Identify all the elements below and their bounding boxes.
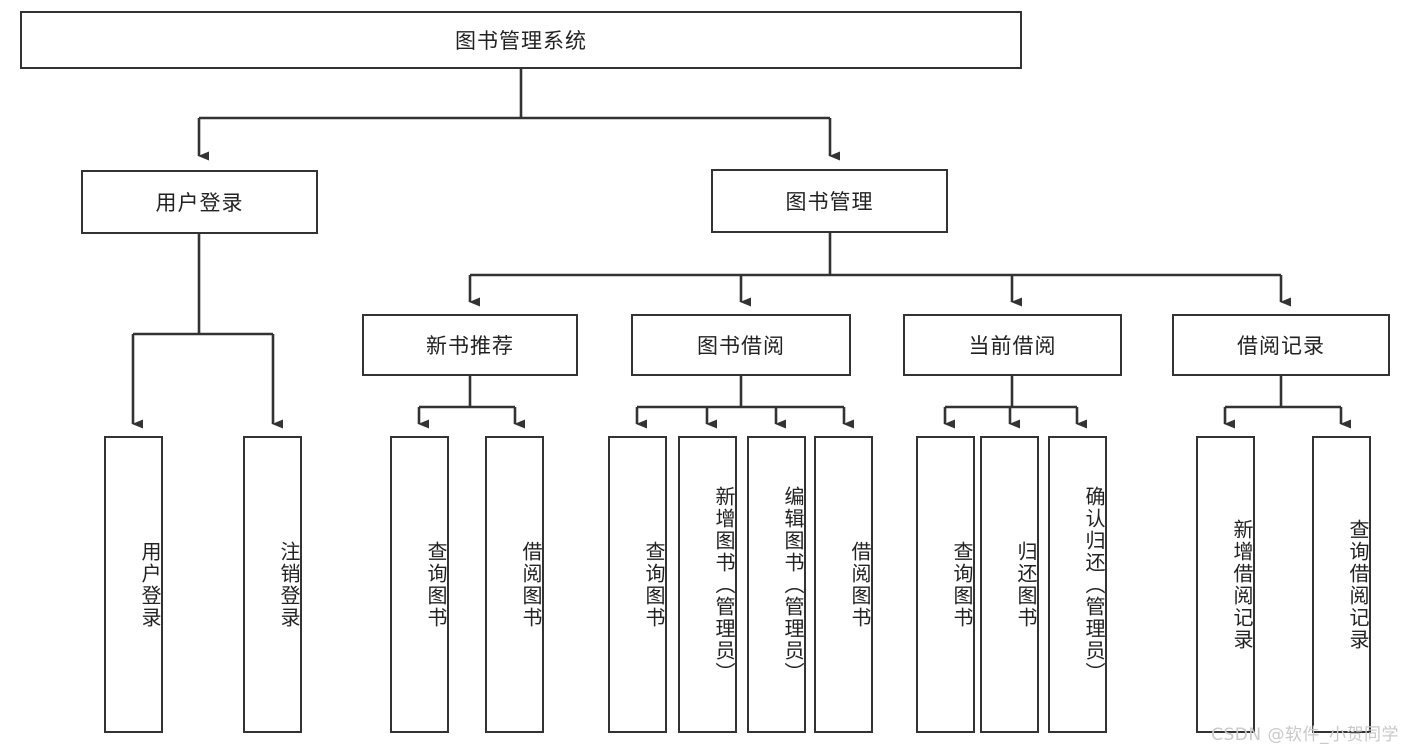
leaf-node-label: 借阅图书 (519, 540, 543, 629)
node-root-label: 图书管理系统 (455, 29, 587, 53)
leaf-node[interactable]: 查询图书 (608, 436, 667, 733)
node-current-borrow[interactable]: 当前借阅 (903, 314, 1122, 376)
node-root-system[interactable]: 图书管理系统 (20, 11, 1022, 69)
leaf-node[interactable]: 查询借阅记录 (1312, 436, 1371, 733)
leaf-node[interactable]: 查询图书 (916, 436, 975, 733)
leaf-node-label: 借阅图书 (848, 540, 872, 629)
leaf-node-label: 查询图书 (642, 540, 666, 629)
leaf-node-label: 归还图书 (1014, 540, 1038, 629)
leaf-node[interactable]: 用户登录 (104, 436, 163, 733)
leaf-node-label: 编辑图书（管理员） (781, 485, 805, 684)
leaf-node-label: 新增借阅记录 (1230, 518, 1254, 651)
leaf-node-label: 查询图书 (424, 540, 448, 629)
node-book-borrow[interactable]: 图书借阅 (631, 314, 851, 376)
node-book-management-label: 图书管理 (785, 190, 874, 214)
leaf-node[interactable]: 编辑图书（管理员） (747, 436, 806, 733)
leaf-node-label: 注销登录 (277, 540, 301, 629)
leaf-node-label: 查询图书 (950, 540, 974, 629)
leaf-node[interactable]: 借阅图书 (814, 436, 873, 733)
node-current-borrow-label: 当前借阅 (968, 334, 1057, 358)
node-user-login-label: 用户登录 (155, 191, 244, 215)
node-borrow-records-label: 借阅记录 (1237, 334, 1325, 358)
node-book-borrow-label: 图书借阅 (697, 334, 785, 358)
leaf-node-label: 用户登录 (138, 540, 162, 629)
leaf-node[interactable]: 查询图书 (390, 436, 449, 733)
leaf-node[interactable]: 归还图书 (980, 436, 1039, 733)
leaf-node[interactable]: 新增借阅记录 (1196, 436, 1255, 733)
leaf-node[interactable]: 借阅图书 (485, 436, 544, 733)
node-borrow-records[interactable]: 借阅记录 (1172, 314, 1390, 376)
node-new-book-recommend-label: 新书推荐 (426, 334, 514, 358)
leaf-node[interactable]: 确认归还（管理员） (1048, 436, 1107, 733)
node-new-book-recommend[interactable]: 新书推荐 (362, 314, 578, 376)
node-book-management[interactable]: 图书管理 (711, 169, 948, 233)
leaf-node[interactable]: 新增图书（管理员） (678, 436, 737, 733)
csdn-watermark: CSDN @软件_小贺同学 (1211, 725, 1399, 745)
leaf-node[interactable]: 注销登录 (243, 436, 302, 733)
leaf-node-label: 确认归还（管理员） (1082, 485, 1106, 684)
node-user-login[interactable]: 用户登录 (81, 170, 318, 234)
leaf-node-label: 新增图书（管理员） (712, 485, 736, 684)
leaf-node-label: 查询借阅记录 (1346, 518, 1370, 651)
